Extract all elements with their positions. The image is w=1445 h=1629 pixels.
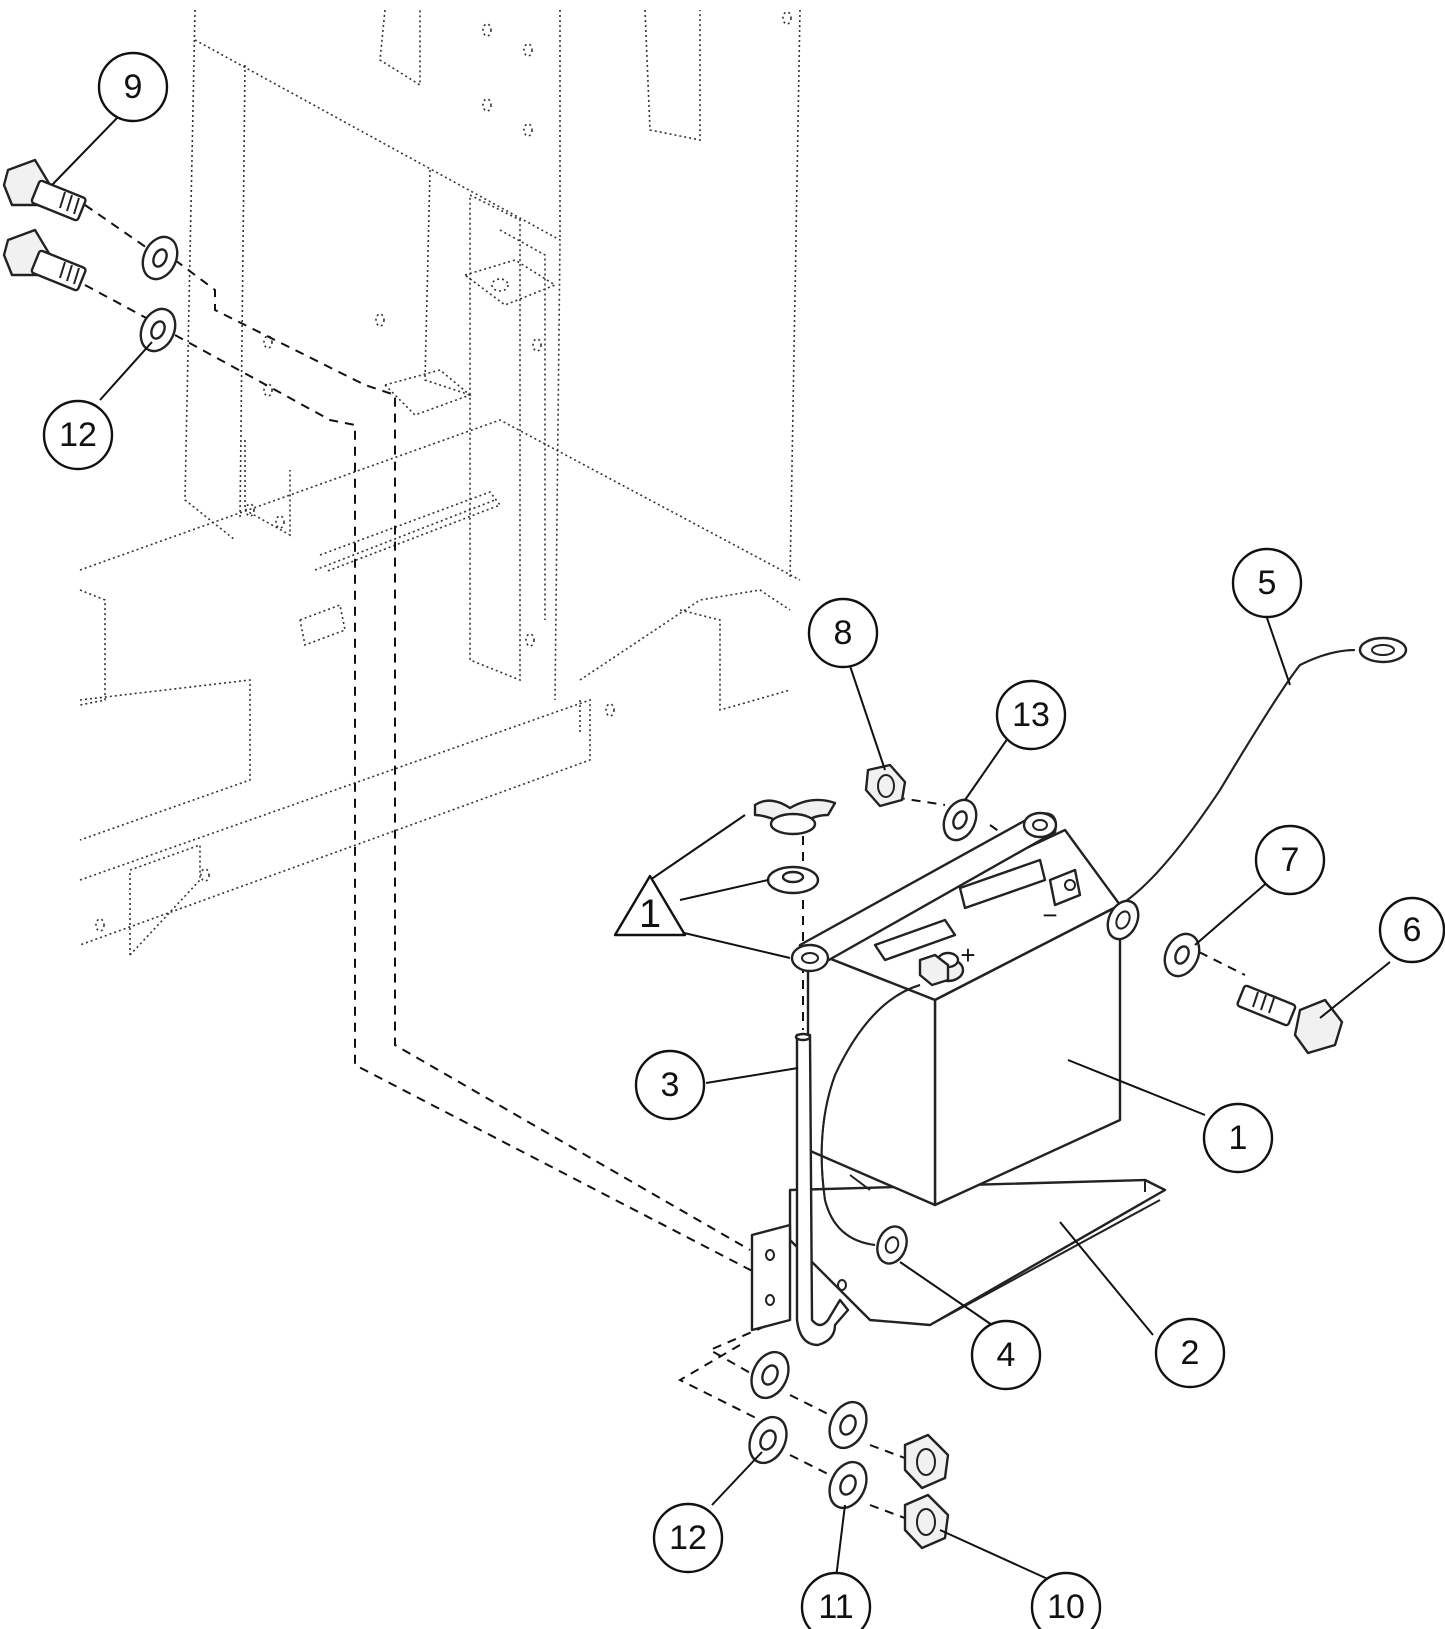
- callout-3: 3: [634, 1049, 706, 1121]
- callout-11: 11: [800, 1571, 872, 1629]
- leader-lines: [51, 116, 1391, 1581]
- battery-tray: [750, 1174, 1167, 1332]
- callout-8: 8: [807, 597, 879, 669]
- note-flag-label: 1: [639, 892, 661, 936]
- lock-washer-bottom-b: [828, 1460, 868, 1510]
- callout-1-label: 1: [1229, 1119, 1248, 1157]
- battery: − +: [806, 828, 1122, 1207]
- callout-11-label: 11: [818, 1588, 853, 1626]
- positive-terminal-sign: +: [960, 940, 975, 970]
- ground-cable: [1106, 636, 1408, 941]
- callout-13-label: 13: [1012, 696, 1050, 734]
- hex-nut-bottom-b: [903, 1493, 950, 1550]
- lock-washer-13: [942, 798, 978, 842]
- note-flag: 1: [613, 874, 687, 937]
- washer-bottom-a: [750, 1350, 790, 1400]
- hex-nut-8: [864, 763, 907, 808]
- flat-washer: [766, 865, 820, 895]
- callout-5-label: 5: [1258, 564, 1277, 602]
- callout-10-label: 10: [1047, 1588, 1085, 1626]
- callout-12-upper-label: 12: [59, 416, 97, 454]
- bolt-upper-left: [2, 158, 87, 222]
- wing-nut: [753, 798, 837, 836]
- callout-4-label: 4: [997, 1336, 1016, 1374]
- positive-cable: [820, 984, 921, 1265]
- callout-8-label: 8: [834, 614, 853, 652]
- hold-down-bar: [790, 811, 1058, 973]
- callout-12-lower-label: 12: [669, 1519, 707, 1557]
- washer-bottom-b: [748, 1415, 788, 1465]
- bolt-lower-left: [2, 228, 87, 292]
- positive-terminal-bolt: [918, 953, 950, 987]
- machine-frame: [79, 9, 801, 956]
- callout-13: 13: [995, 679, 1067, 751]
- lock-washer-bottom-a: [828, 1400, 868, 1450]
- callout-9: 9: [97, 51, 169, 123]
- callout-9-label: 9: [124, 68, 143, 106]
- callout-4: 4: [970, 1319, 1042, 1391]
- callout-12-lower: 12: [652, 1502, 724, 1574]
- washer-upper-left: [141, 235, 179, 281]
- j-bolt: [794, 1032, 850, 1347]
- callout-6: 6: [1378, 896, 1445, 964]
- callout-1: 1: [1202, 1102, 1274, 1174]
- callout-5: 5: [1231, 547, 1303, 619]
- callout-12-upper: 12: [42, 399, 114, 471]
- callout-2: 2: [1154, 1317, 1226, 1389]
- negative-terminal-sign: −: [1042, 900, 1057, 930]
- callout-10: 10: [1030, 1571, 1102, 1629]
- hex-nut-bottom-a: [903, 1433, 950, 1490]
- callout-6-label: 6: [1403, 911, 1422, 949]
- callout-7-label: 7: [1281, 841, 1300, 879]
- callout-7: 7: [1254, 824, 1326, 896]
- callout-3-label: 3: [661, 1066, 680, 1104]
- callout-2-label: 2: [1181, 1334, 1200, 1372]
- bolt-6: [1236, 984, 1344, 1055]
- washer-lower-left: [139, 307, 177, 353]
- lock-washer-7: [1163, 932, 1201, 978]
